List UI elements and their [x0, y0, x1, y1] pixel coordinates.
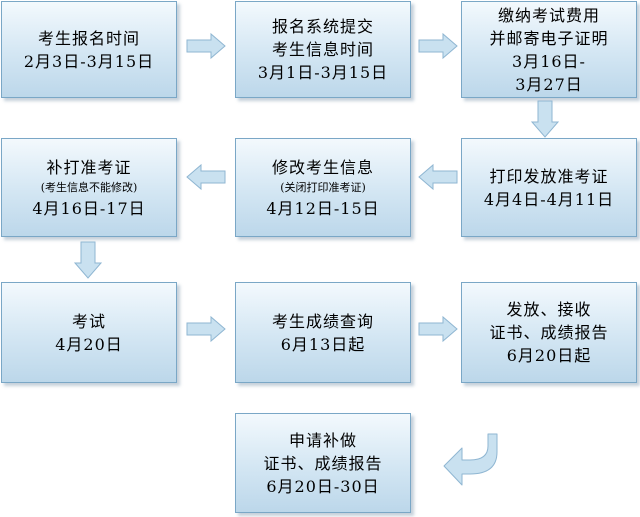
step-date: 2月3日-3月15日 [23, 51, 155, 71]
step-box-certificate-reissue: 申请补做 证书、成绩报告 6月20日-30日 [235, 413, 411, 513]
step-title: 发放、接收 [506, 300, 592, 319]
step-date: 3月16日- [512, 51, 586, 71]
arrow-right-icon [418, 315, 458, 343]
step-title: 考生报名时间 [37, 28, 140, 48]
step-title: 缴纳考试费用 [497, 5, 600, 25]
arrow-down-icon [73, 241, 103, 279]
arrow-right-icon [418, 32, 458, 60]
step-title: 并邮寄电子证明 [489, 28, 609, 48]
step-title: 考生成绩查询 [271, 311, 374, 331]
step-title: 证书、成绩报告 [263, 453, 383, 473]
step-title: 申请补做 [288, 430, 357, 450]
step-date: 4月12日-15日 [266, 198, 380, 218]
arrow-left-icon [186, 163, 226, 191]
step-date: 4月16日-17日 [32, 198, 146, 218]
step-box-score-query: 考生成绩查询 6月13日起 [235, 282, 411, 383]
arrow-right-icon [186, 315, 226, 343]
step-note: (考生信息不能修改) [40, 180, 138, 194]
step-box-submit-info: 报名系统提交 考生信息时间 3月1日-3月15日 [235, 1, 411, 98]
step-title: 报名系统提交 [271, 17, 374, 36]
step-note: (关闭打印准考证) [280, 180, 366, 194]
step-box-exam: 考试 4月20日 [1, 282, 177, 383]
step-box-reprint-admission: 补打准考证 (考生信息不能修改) 4月16日-17日 [1, 138, 177, 237]
step-title: 修改考生信息 [271, 157, 374, 177]
arrow-down-icon [530, 100, 560, 138]
step-box-print-admission: 打印发放准考证 4月4日-4月11日 [461, 138, 637, 237]
step-title: 补打准考证 [46, 157, 132, 177]
step-date: 3月27日 [515, 74, 583, 94]
step-title: 打印发放准考证 [489, 166, 609, 186]
step-date: 6月20日-30日 [266, 476, 380, 496]
step-date: 3月1日-3月15日 [257, 63, 389, 82]
step-title: 考试 [71, 311, 106, 331]
step-box-registration: 考生报名时间 2月3日-3月15日 [1, 1, 177, 98]
step-date: 4月20日 [55, 334, 123, 354]
step-date: 6月13日起 [280, 334, 366, 354]
step-date: 6月20日起 [506, 346, 592, 365]
step-title: 证书、成绩报告 [489, 323, 609, 342]
step-title: 考生信息时间 [271, 40, 374, 59]
curved-arrow-icon [443, 433, 498, 486]
arrow-left-icon [418, 163, 458, 191]
arrow-right-icon [186, 32, 226, 60]
step-date: 4月4日-4月11日 [483, 189, 615, 209]
step-box-modify-info: 修改考生信息 (关闭打印准考证) 4月12日-15日 [235, 138, 411, 237]
step-box-certificate-issue: 发放、接收 证书、成绩报告 6月20日起 [461, 282, 637, 383]
step-box-pay-fee: 缴纳考试费用 并邮寄电子证明 3月16日- 3月27日 [461, 1, 637, 98]
